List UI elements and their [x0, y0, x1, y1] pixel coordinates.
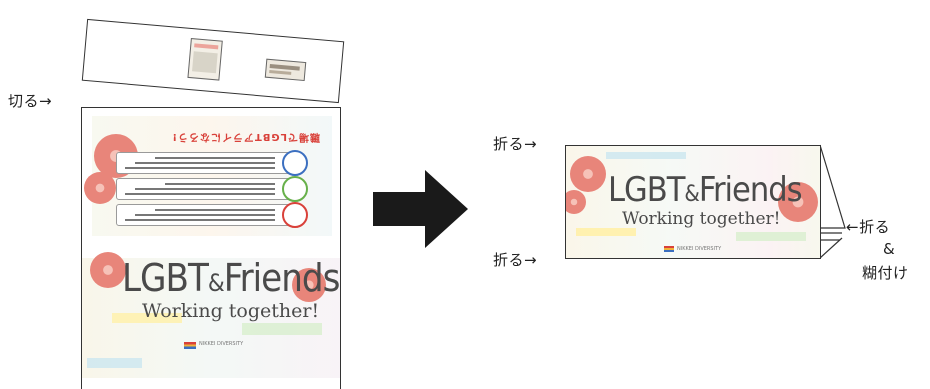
fold-top-label: 折る→: [493, 135, 538, 153]
fold-flaps: [819, 144, 846, 259]
flower-icon: [570, 156, 606, 192]
fold-right-label: ←折る: [846, 218, 891, 236]
badge-2: [282, 176, 308, 202]
flower-icon: [566, 190, 586, 214]
strip-thumbnail-left: [187, 37, 223, 81]
strip-thumbnail-right: [264, 58, 307, 82]
footer-logo-text: NIKKEI DIVERSITY: [199, 341, 244, 347]
cut-off-strip: [81, 18, 345, 104]
badge-1: [282, 202, 308, 228]
fold-bottom-label: 折る→: [493, 251, 538, 269]
flat-sheet: 職場でLGBTアライになろう! LGBT&Friends Working tog…: [81, 107, 341, 389]
card-subtitle: Working together!: [622, 209, 781, 229]
badge-3: [282, 150, 308, 176]
instruction-row-3: [116, 152, 298, 174]
card-footer-logo-text: NIKKEI DIVERSITY: [677, 246, 722, 252]
cut-label: 切る→: [8, 92, 53, 110]
instruction-row-1: [116, 204, 298, 226]
card-title: LGBT&Friends: [608, 170, 803, 210]
flower-icon: [778, 182, 818, 222]
flower-icon: [84, 172, 116, 204]
footer-logo: [184, 342, 196, 349]
flower-icon: [292, 268, 326, 302]
arrow-right-icon: [373, 170, 468, 248]
folded-card: LGBT&Friends Working together! NIKKEI DI…: [565, 145, 821, 259]
panel-headline: 職場でLGBTアライになろう!: [171, 131, 320, 142]
upside-down-panel: 職場でLGBTアライになろう!: [102, 118, 328, 230]
ampersand-label: &: [883, 240, 896, 258]
poster-subtitle: Working together!: [142, 300, 320, 322]
flower-icon: [90, 252, 126, 288]
instruction-row-2: [116, 178, 298, 200]
card-footer-logo: [664, 246, 674, 252]
poster-title: LGBT&Friends: [122, 256, 340, 300]
glue-label: 糊付け: [862, 264, 909, 282]
